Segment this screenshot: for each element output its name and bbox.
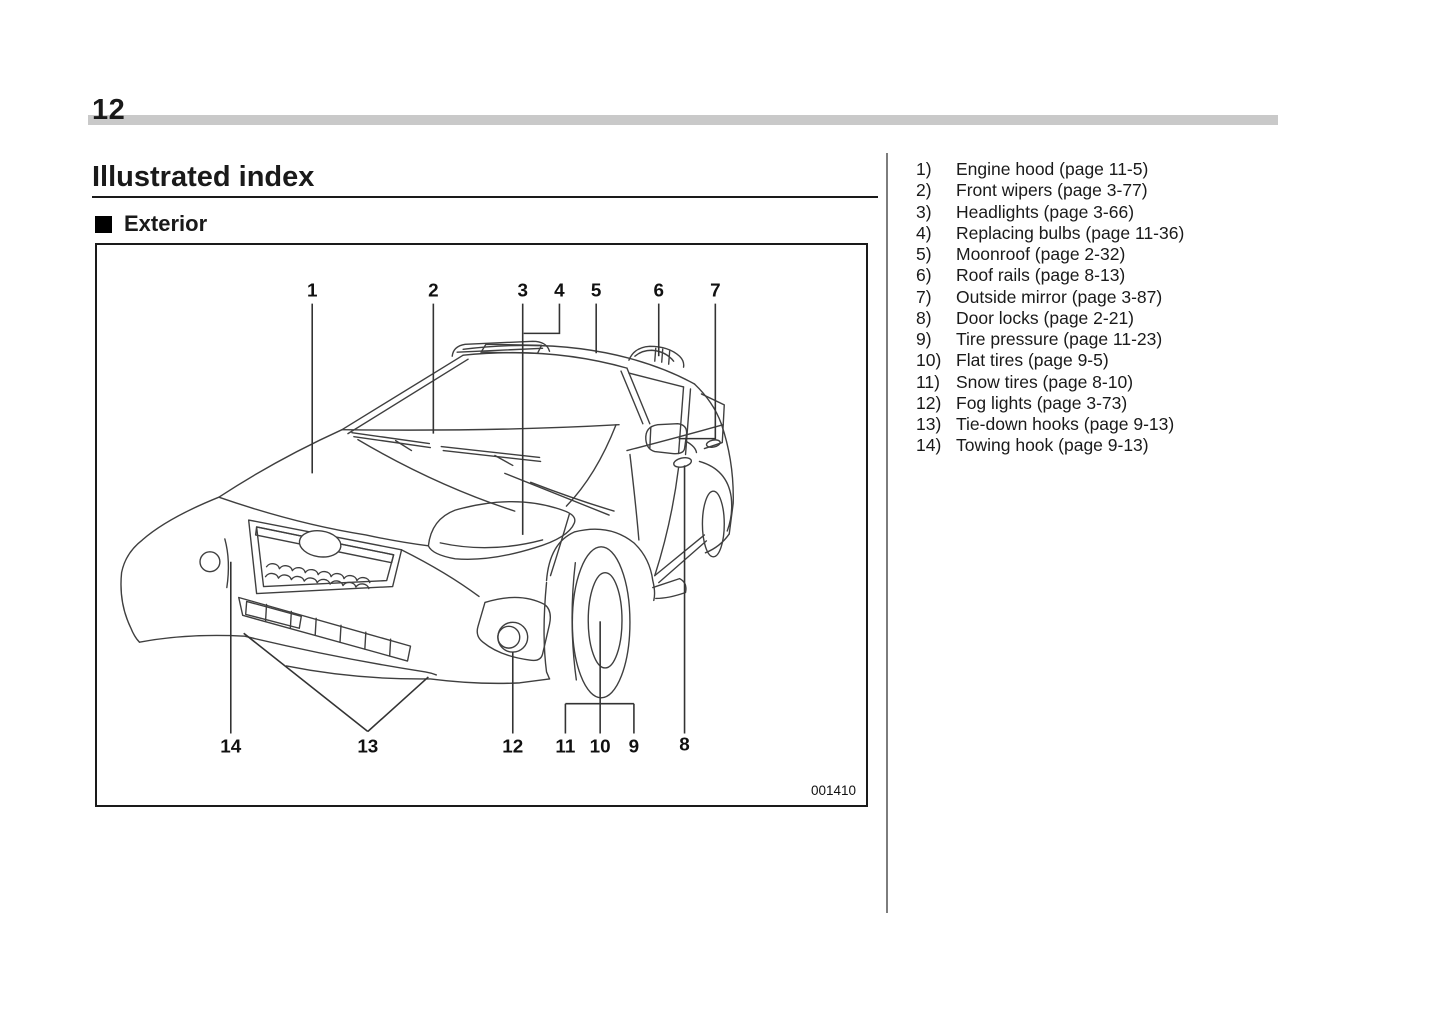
index-item-text: Engine hood (page 11-5)	[956, 159, 1149, 179]
index-item-number: 2)	[916, 180, 932, 201]
section-heading: Exterior	[95, 211, 207, 237]
car-illustration: 1 2 3 4 5 6 7 14 13 12 11 10 9 8	[120, 280, 734, 757]
callout-9: 9	[629, 735, 640, 756]
index-item-number: 5)	[916, 244, 932, 264]
index-item: 2) Front wipers (page 3-77)	[916, 180, 1184, 201]
index-item: 1) Engine hood (page 11-5)	[916, 159, 1184, 180]
index-item-number: 13)	[916, 414, 942, 434]
index-item-number: 10)	[916, 350, 942, 371]
index-item-number: 12)	[916, 392, 942, 413]
index-item-text: Outside mirror (page 3-87)	[956, 286, 1163, 307]
callout-4: 4	[554, 280, 565, 301]
index-item-text: Headlights (page 3-66)	[956, 201, 1135, 222]
index-item-text: Roof rails (page 8-13)	[956, 265, 1126, 286]
index-item-text: Tie-down hooks (page 9-13)	[956, 414, 1175, 434]
callout-8: 8	[679, 733, 690, 754]
index-list: 1) Engine hood (page 11-5) 2) Front wipers…	[916, 159, 1184, 457]
car-body	[120, 340, 734, 699]
index-item: 8) Door locks (page 2-21)	[916, 308, 1184, 329]
index-item: 5) Moonroof (page 2-32)	[916, 244, 1184, 265]
callout-14: 14	[220, 735, 241, 756]
callout-12: 12	[502, 735, 523, 756]
index-item-text: Snow tires (page 8-10)	[956, 371, 1134, 392]
index-item-number: 4)	[916, 222, 932, 243]
index-item-text: Door locks (page 2-21)	[956, 307, 1134, 328]
leader-lines	[229, 303, 717, 734]
index-item: 14) Towing hook (page 9-13)	[916, 435, 1184, 456]
index-item: 13) Tie-down hooks (page 9-13)	[916, 414, 1184, 435]
section-square-icon	[95, 215, 112, 233]
callout-3: 3	[517, 280, 528, 301]
index-item-text: Flat tires (page 9-5)	[956, 350, 1109, 371]
callout-2: 2	[428, 280, 439, 301]
index-item-text: Replacing bulbs (page 11-36)	[956, 222, 1185, 243]
index-item: 10) Flat tires (page 9-5)	[916, 350, 1184, 371]
index-item-number: 6)	[916, 265, 932, 286]
page-title: Illustrated index	[92, 161, 315, 193]
index-item-number: 8)	[916, 307, 932, 328]
exterior-figure: 1 2 3 4 5 6 7 14 13 12 11 10 9 8 001410	[95, 243, 868, 807]
index-item-number: 7)	[916, 286, 932, 307]
index-item: 9) Tire pressure (page 11-23)	[916, 329, 1184, 350]
index-item: 7) Outside mirror (page 3-87)	[916, 287, 1184, 308]
index-item-text: Fog lights (page 3-73)	[956, 392, 1128, 413]
index-item: 6) Roof rails (page 8-13)	[916, 265, 1184, 286]
callout-6: 6	[653, 280, 664, 301]
index-item-number: 3)	[916, 201, 932, 222]
callout-1: 1	[307, 280, 318, 301]
title-rule	[92, 196, 878, 198]
index-item: 3) Headlights (page 3-66)	[916, 202, 1184, 223]
index-item: 12) Fog lights (page 3-73)	[916, 393, 1184, 414]
column-divider	[886, 153, 888, 913]
index-item: 11) Snow tires (page 8-10)	[916, 372, 1184, 393]
callout-10: 10	[590, 735, 611, 756]
callout-11: 11	[555, 735, 575, 756]
index-item-text: Moonroof (page 2-32)	[956, 244, 1126, 264]
callout-5: 5	[591, 280, 602, 301]
index-item: 4) Replacing bulbs (page 11-36)	[916, 223, 1184, 244]
index-item-text: Tire pressure (page 11-23)	[956, 329, 1163, 349]
page-number: 12	[92, 94, 126, 126]
section-label: Exterior	[124, 211, 208, 236]
page-header-bar	[88, 115, 1278, 125]
index-item-number: 9)	[916, 329, 932, 349]
index-item-text: Front wipers (page 3-77)	[956, 180, 1148, 201]
callout-7: 7	[710, 280, 721, 301]
callout-13: 13	[357, 735, 378, 756]
index-item-number: 1)	[916, 159, 932, 179]
index-item-number: 14)	[916, 435, 942, 456]
index-item-text: Towing hook (page 9-13)	[956, 435, 1149, 456]
figure-code: 001410	[810, 783, 856, 798]
figure-callouts: 1 2 3 4 5 6 7 14 13 12 11 10 9 8	[220, 280, 720, 757]
index-item-number: 11)	[916, 371, 940, 392]
